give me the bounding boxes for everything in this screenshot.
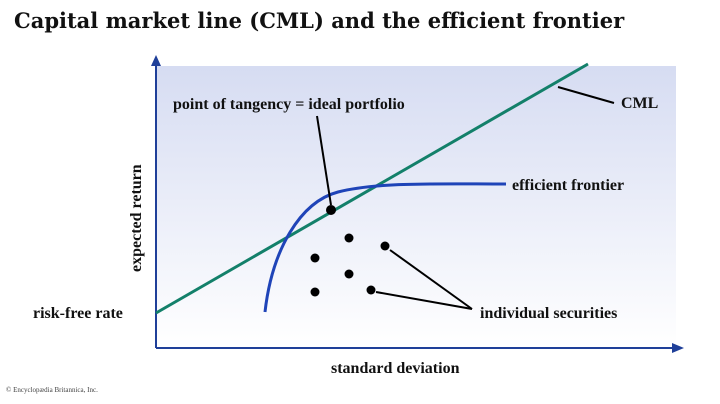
securities-leader-line bbox=[375, 291, 473, 310]
cml-line bbox=[155, 62, 589, 315]
security-point bbox=[310, 253, 320, 263]
efficient-frontier-curve bbox=[263, 182, 507, 313]
copyright-credit: © Encyclopædia Britannica, Inc. bbox=[6, 386, 98, 394]
diagram-title: Capital market line (CML) and the effici… bbox=[14, 8, 625, 33]
y-axis-label: expected return bbox=[128, 164, 145, 272]
cml-label: CML bbox=[621, 95, 658, 112]
security-point bbox=[310, 287, 320, 297]
risk-free-rate-label: risk-free rate bbox=[33, 305, 123, 322]
tangency-label: point of tangency = ideal portfolio bbox=[173, 96, 405, 113]
security-point bbox=[344, 269, 354, 279]
y-axis-arrow bbox=[151, 55, 161, 66]
plot-background bbox=[156, 66, 676, 348]
efficient-frontier-label: efficient frontier bbox=[512, 177, 624, 194]
security-point bbox=[366, 285, 376, 295]
cml-leader-line bbox=[557, 86, 615, 104]
security-point bbox=[344, 233, 354, 243]
individual-securities-label: individual securities bbox=[480, 305, 617, 322]
x-axis-label: standard deviation bbox=[331, 360, 460, 377]
security-point bbox=[380, 241, 390, 251]
x-axis-arrow bbox=[672, 343, 684, 353]
tangency-point bbox=[326, 205, 336, 215]
securities-leader-line bbox=[389, 249, 473, 310]
tangency-leader-line bbox=[316, 115, 332, 206]
